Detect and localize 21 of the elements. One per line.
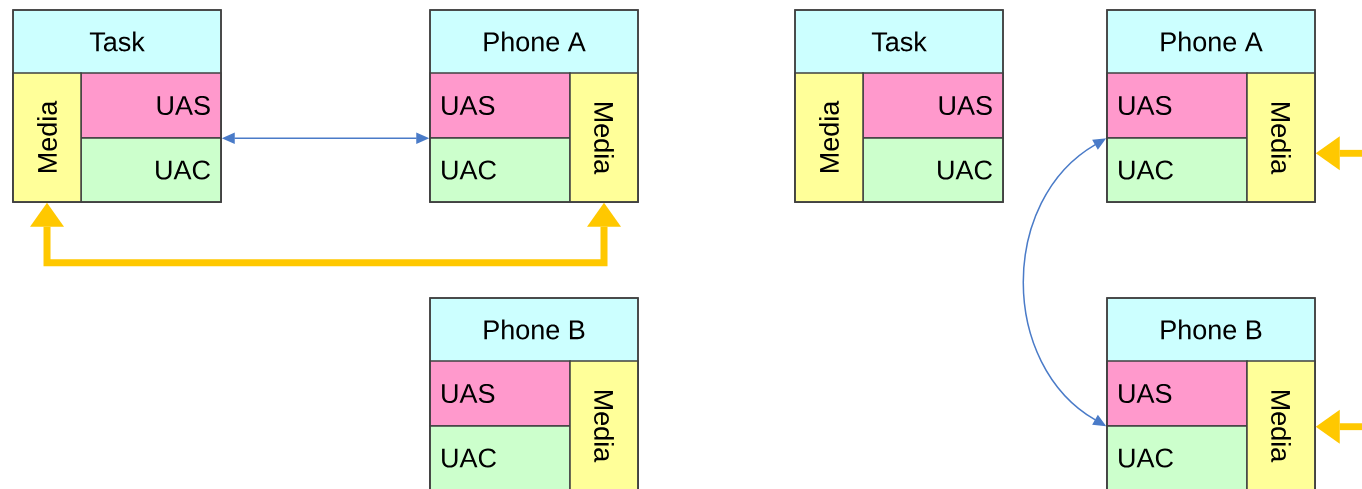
arrow xyxy=(1315,136,1362,171)
uac-cell: UAC xyxy=(429,425,571,489)
uas-cell: UAS xyxy=(1106,72,1248,139)
arrow xyxy=(30,202,621,267)
media-cell: Media xyxy=(794,72,864,203)
uas-cell: UAS xyxy=(429,360,571,427)
uas-cell: UAS xyxy=(429,72,571,139)
media-cell: Media xyxy=(1246,72,1316,203)
uac-cell: UAC xyxy=(80,137,222,203)
uac-cell: UAC xyxy=(429,137,571,203)
uac-cell: UAC xyxy=(862,137,1004,203)
uac-cell: UAC xyxy=(1106,425,1248,489)
uas-cell: UAS xyxy=(862,72,1004,139)
media-cell: Media xyxy=(569,72,639,203)
arrow xyxy=(1315,409,1362,444)
media-cell: Media xyxy=(569,360,639,489)
uas-cell: UAS xyxy=(1106,360,1248,427)
uas-cell: UAS xyxy=(80,72,222,139)
media-cell: Media xyxy=(12,72,82,203)
uac-cell: UAC xyxy=(1106,137,1248,203)
media-cell: Media xyxy=(1246,360,1316,489)
